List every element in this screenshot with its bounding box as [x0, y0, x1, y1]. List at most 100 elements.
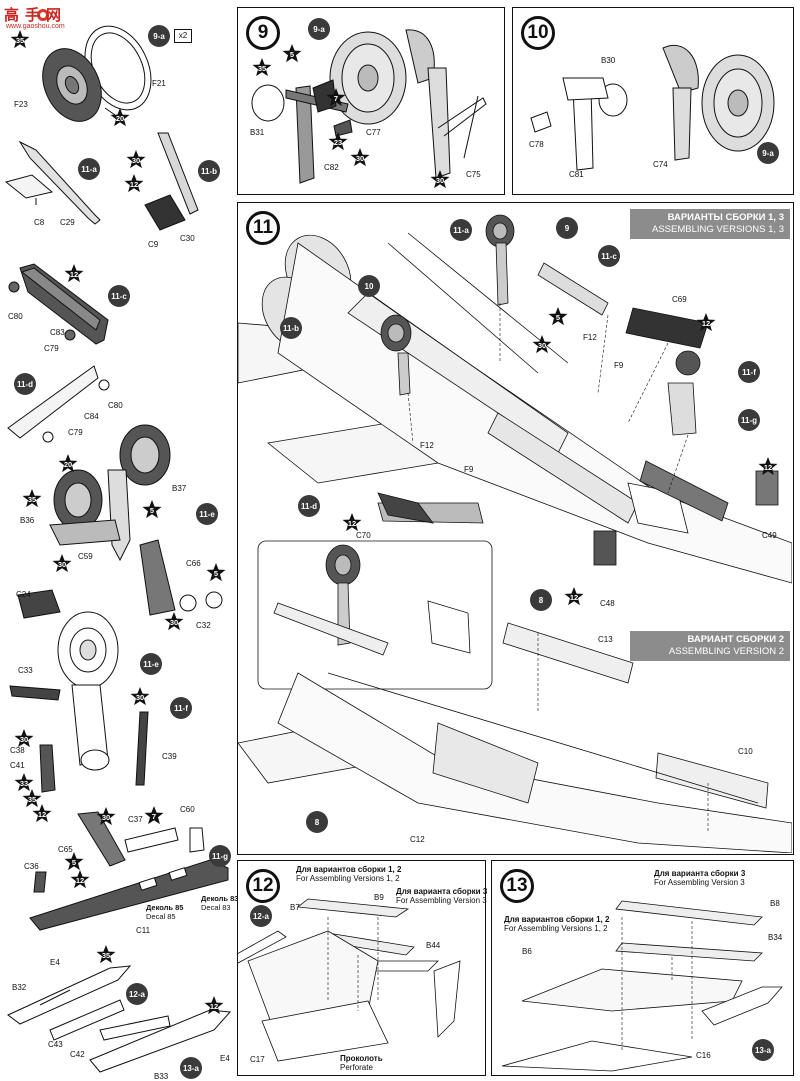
part-label-f12-b: F12	[420, 441, 434, 450]
part-label-c32: C32	[196, 621, 211, 630]
subassembly-11e-marker: 11-e	[196, 503, 218, 525]
part-label-c80-a: C80	[8, 312, 23, 321]
note-perforate-en: Perforate	[340, 1063, 373, 1072]
part-label-c33: C33	[18, 666, 33, 675]
banner-version-2-ru: ВАРИАНТ СБОРКИ 2	[687, 634, 784, 645]
banner-versions-1-3: ВАРИАНТЫ СБОРКИ 1, 3 ASSEMBLING VERSIONS…	[630, 209, 790, 239]
part-label-c8: C8	[34, 218, 45, 227]
part-label-c79-b: C79	[68, 428, 83, 437]
decal-85-ru: Деколь 85	[146, 903, 184, 912]
step-9-panel: 9 9-a B31 C77 C82 C75 35 5 7 23 30 30	[237, 7, 505, 195]
part-label-b8: B8	[770, 899, 780, 908]
part-label-f9: F9	[614, 361, 624, 370]
paint-star: 5	[206, 563, 226, 583]
subassembly-11b-reference: 11-b	[280, 317, 302, 339]
part-label-c83: C83	[50, 328, 65, 337]
subassembly-11g-reference: 11-g	[738, 409, 760, 431]
paint-star: 5	[548, 307, 568, 327]
paint-star: 12	[124, 174, 144, 194]
banner-versions-1-3-ru: ВАРИАНТЫ СБОРКИ 1, 3	[667, 212, 784, 223]
part-label-c43: C43	[48, 1040, 63, 1049]
part-label-c69: C69	[672, 295, 687, 304]
part-label-c36: C36	[24, 862, 39, 871]
watermark-brand: 高手网	[4, 7, 68, 24]
part-label-b34: B34	[768, 933, 783, 942]
part-label-b30: B30	[601, 56, 616, 65]
part-label-c74: C74	[653, 160, 668, 169]
left-column-drawings	[4, 25, 232, 1073]
note-versions-1-2: Для вариантов сборки 1, 2 For Assembling…	[296, 865, 401, 883]
paint-star: 30	[350, 148, 370, 168]
part-label-b31: B31	[250, 128, 265, 137]
part-label-f12: F12	[583, 333, 597, 342]
subassembly-9a-reference: 9-a	[757, 142, 779, 164]
part-label-c48: C48	[600, 599, 615, 608]
part-label-b44: B44	[426, 941, 441, 950]
watermark-url: www.gaoshou.com	[6, 23, 65, 30]
paint-star: 5	[64, 852, 84, 872]
part-label-c81: C81	[569, 170, 584, 179]
part-8-reference: 8	[530, 589, 552, 611]
subassembly-11d-reference: 11-d	[298, 495, 320, 517]
note-versions-1-2-en: For Assembling Versions 1, 2	[296, 874, 400, 883]
part-label-e4-a: E4	[50, 958, 60, 967]
subassembly-12a-marker: 12-a	[126, 983, 148, 1005]
step-9-number: 9	[246, 16, 280, 50]
part-label-c10: C10	[738, 747, 753, 756]
banner-version-2: ВАРИАНТ СБОРКИ 2 ASSEMBLING VERSION 2	[630, 631, 790, 661]
subassembly-13a-marker: 13-a	[180, 1057, 202, 1079]
step-12-number: 12	[246, 869, 280, 903]
part-label-c80-b: C80	[108, 401, 123, 410]
part-label-c82: C82	[324, 163, 339, 172]
subassembly-9a-marker: 9-a	[148, 25, 170, 47]
paint-star: 5	[282, 44, 302, 64]
subassembly-11b-marker: 11-b	[198, 160, 220, 182]
watermark-logo: 高手网 www.gaoshou.com	[2, 4, 84, 34]
subassembly-11c-reference: 11-c	[598, 245, 620, 267]
paint-star: 12	[32, 804, 52, 824]
part-label-b33: B33	[154, 1072, 169, 1081]
part-label-c66: C66	[186, 559, 201, 568]
part-label-c39: C39	[162, 752, 177, 761]
paint-star: 35	[22, 489, 42, 509]
part-label-c84: C84	[84, 412, 99, 421]
part-label-c42: C42	[70, 1050, 85, 1059]
note-perforate: Проколоть Perforate	[340, 1054, 383, 1072]
subassembly-12a-reference: 12-a	[250, 905, 272, 927]
paint-star: 12	[758, 457, 778, 477]
part-label-c30: C30	[180, 234, 195, 243]
subassembly-11a-reference: 11-a	[450, 219, 472, 241]
quantity-badge: x2	[174, 29, 192, 43]
part-label-c59: C59	[78, 552, 93, 561]
subassembly-11c-marker: 11-c	[108, 285, 130, 307]
part-label-f21: F21	[152, 79, 166, 88]
decal-85-en: Decal 85	[146, 912, 176, 921]
paint-star: 12	[342, 513, 362, 533]
paint-star: 12	[564, 587, 584, 607]
part-label-c16: C16	[696, 1051, 711, 1060]
step-13-panel: 13 Для варианта сборки 3 For Assembling …	[491, 860, 794, 1076]
part-label-f9-b: F9	[464, 465, 474, 474]
part-label-b32: B32	[12, 983, 27, 992]
paint-star: 12	[204, 996, 224, 1016]
paint-star: 35	[22, 789, 42, 809]
step-13-number: 13	[500, 869, 534, 903]
subassembly-11g-marker: 11-g	[209, 845, 231, 867]
part-label-c79-a: C79	[44, 344, 59, 353]
part-label-b7: B7	[290, 903, 300, 912]
part-label-c65: C65	[58, 845, 73, 854]
decal-83-ru: Деколь 83	[201, 894, 239, 903]
subassembly-9a-reference: 9-a	[308, 18, 330, 40]
paint-star: 12	[64, 264, 84, 284]
paint-star: 30	[164, 612, 184, 632]
note-version-3-ru: Для варианта сборки 3	[396, 887, 488, 896]
part-label-c78: C78	[529, 140, 544, 149]
step-9-drawing	[251, 29, 487, 184]
part-8-reference: 8	[306, 811, 328, 833]
paint-star: 7	[326, 88, 346, 108]
part-label-c49: C49	[762, 531, 777, 540]
subassembly-11e-reference: 11-e	[140, 653, 162, 675]
step-12-drawing	[238, 898, 461, 1062]
part-label-b37: B37	[172, 484, 187, 493]
part-label-c12: C12	[410, 835, 425, 844]
